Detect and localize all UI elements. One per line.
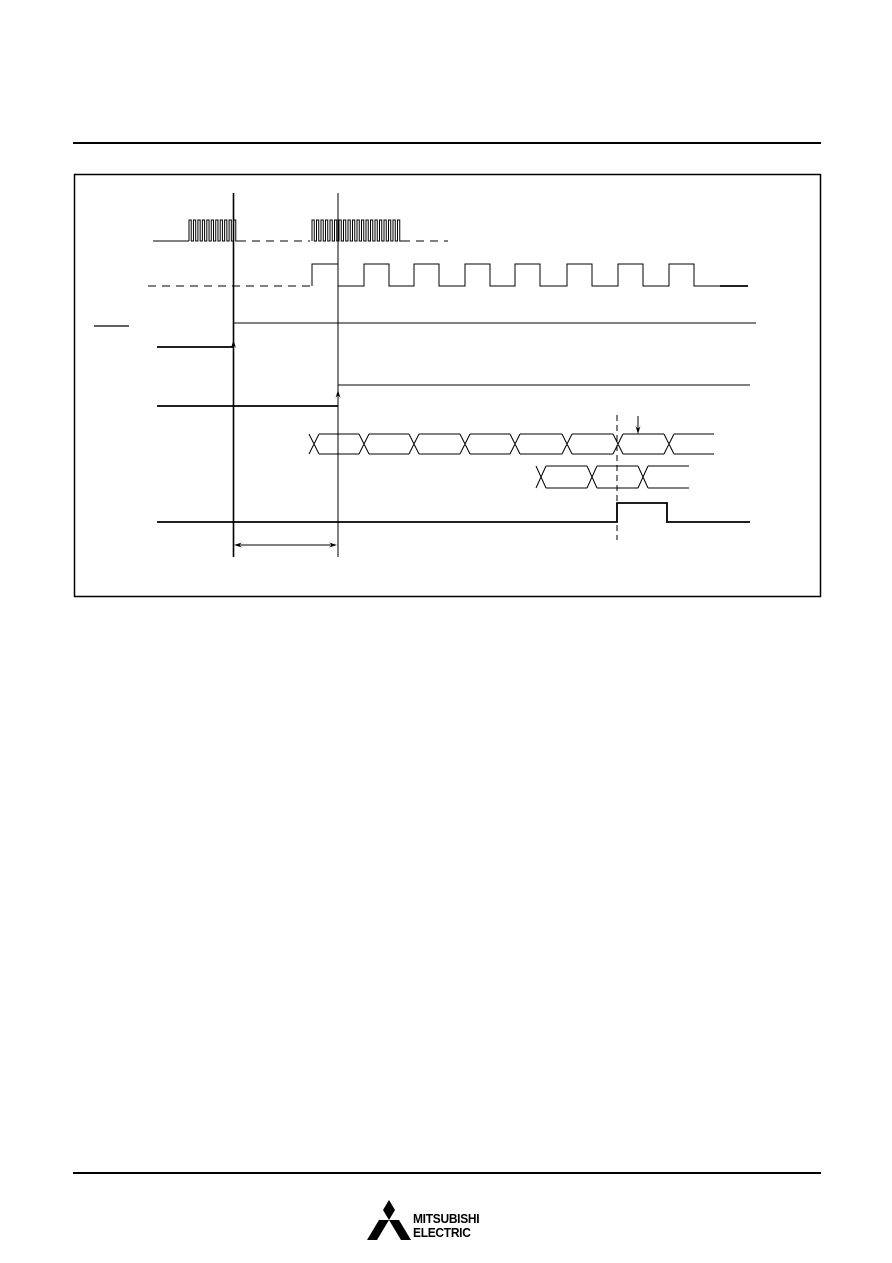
clock-wave: [311, 263, 720, 287]
bus1-cycles: [308, 433, 714, 455]
header-rule: [73, 142, 821, 144]
diagram-frame: [73, 173, 822, 598]
signal-bus-2: [535, 465, 689, 489]
signal-bus-1: [308, 433, 714, 455]
signal-pulse: [157, 502, 750, 523]
mitsubishi-logo: MITSUBISHI ELECTRIC: [366, 1198, 501, 1244]
arrow-right: [329, 542, 337, 548]
brand-name-line-2: ELECTRIC: [413, 1225, 471, 1240]
bus2-cycles: [535, 465, 689, 489]
arrow-up-1: [231, 340, 236, 348]
arrow-up-2: [335, 390, 341, 398]
footer-rule: [73, 1172, 821, 1174]
arrow-down: [635, 426, 641, 434]
burst-pulses-1: [188, 219, 238, 242]
signal-clock: [148, 263, 748, 287]
brand-name-line-1: MITSUBISHI: [413, 1211, 480, 1226]
arrow-left: [234, 542, 242, 548]
signal-burst-clock: [153, 219, 448, 242]
three-diamond-icon: [367, 1200, 411, 1240]
burst-pulses-2: [311, 219, 402, 242]
